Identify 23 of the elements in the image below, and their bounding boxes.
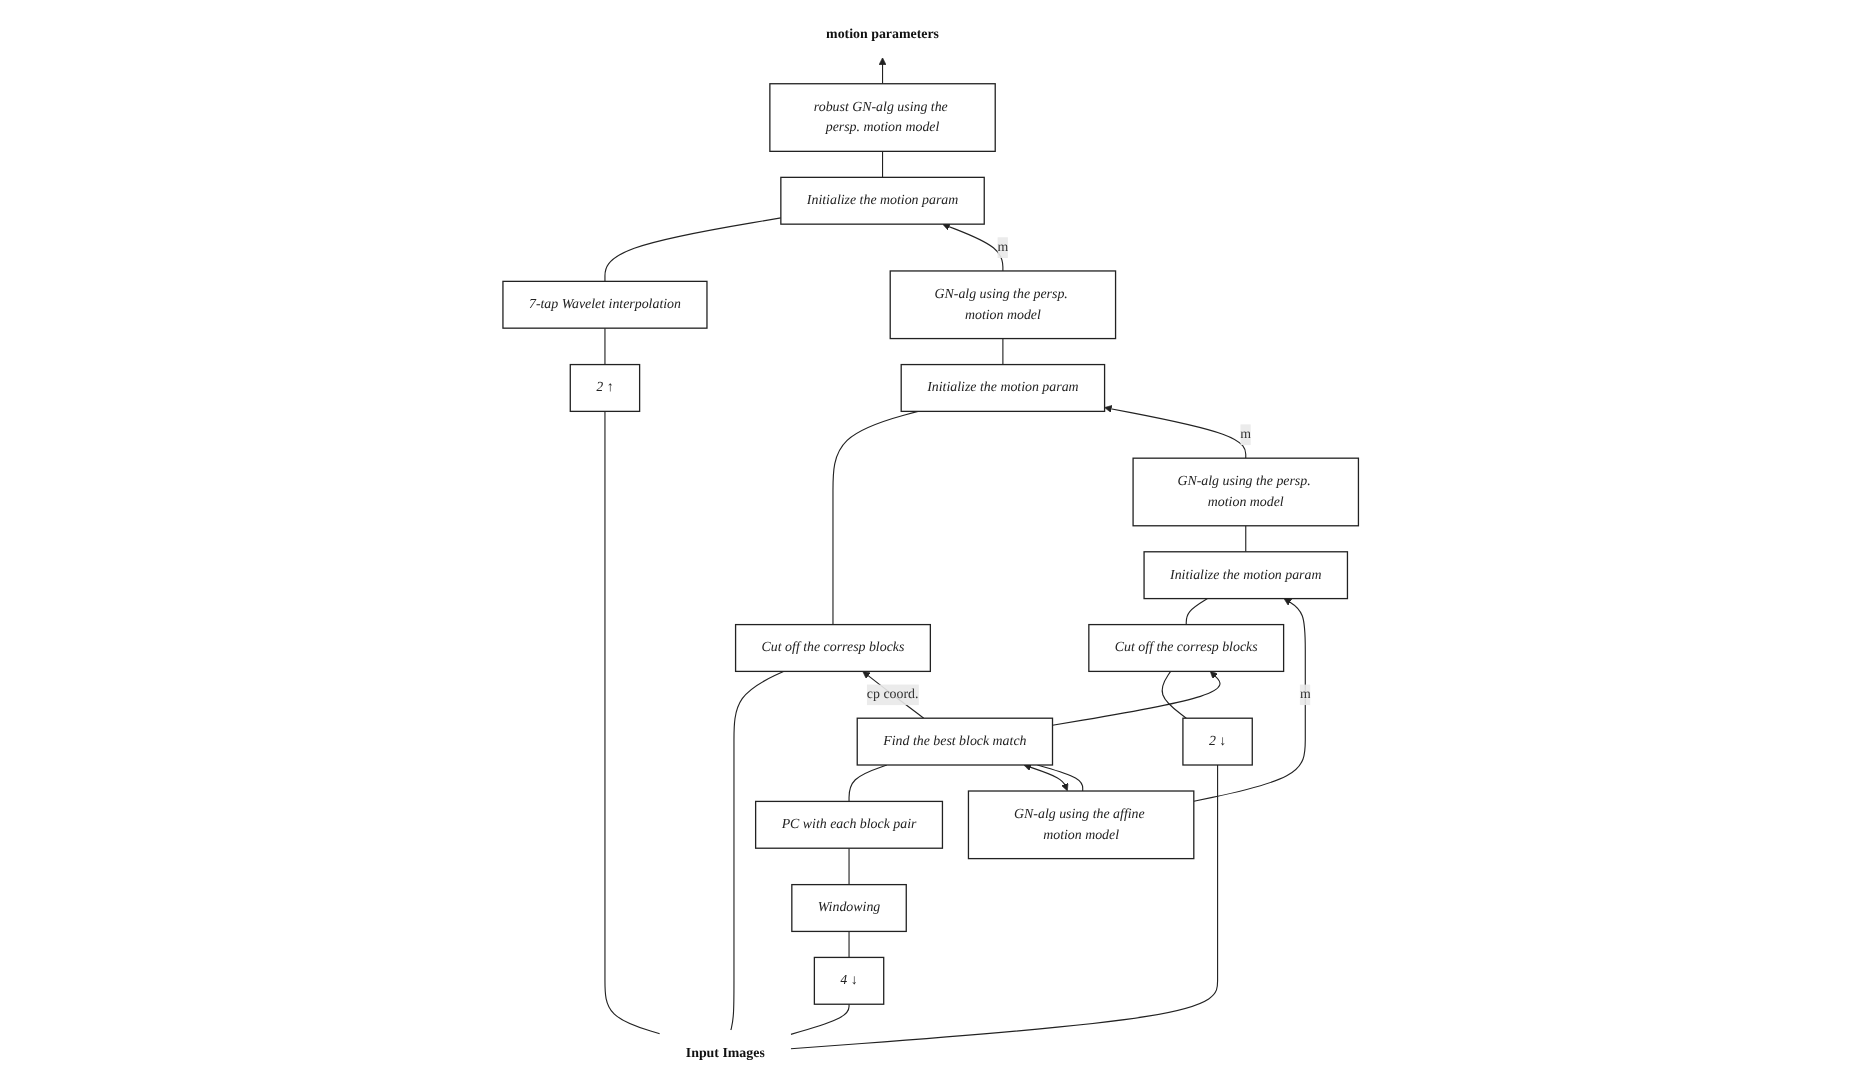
arrow	[1193, 598, 1307, 802]
arrow	[1052, 671, 1221, 726]
connector	[730, 670, 785, 1031]
connector	[1161, 670, 1188, 719]
connector	[604, 410, 661, 1035]
arrow	[862, 671, 925, 719]
connector	[790, 764, 1219, 1050]
arrow	[879, 57, 887, 85]
connector	[832, 410, 919, 626]
connector	[848, 764, 888, 802]
connector	[1245, 525, 1247, 553]
connector	[848, 930, 850, 958]
connector	[790, 1003, 850, 1035]
connector	[882, 150, 884, 178]
arrow	[1104, 405, 1247, 459]
connector	[604, 217, 782, 282]
arrow	[1023, 763, 1069, 792]
arrow	[942, 223, 1004, 272]
connector	[1002, 338, 1004, 366]
connector	[848, 847, 850, 886]
connector	[1185, 598, 1209, 626]
connector	[1037, 764, 1084, 792]
connector	[604, 327, 606, 366]
